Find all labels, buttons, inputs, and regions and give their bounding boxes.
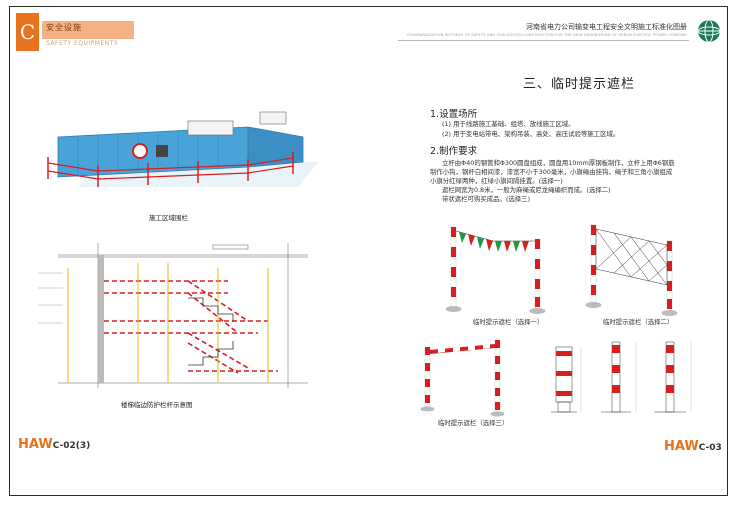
- book-title: 河南省电力公司输变电工程安全文明施工标准化图册: [526, 23, 687, 31]
- net-barrier-illustration: [585, 224, 678, 316]
- section-subtitle: SAFETY EQUIPMENTS: [46, 40, 119, 47]
- post-detail-drawing: [551, 341, 692, 413]
- right-page-number: HAWC-03: [664, 439, 722, 454]
- tape-barrier-illustration: [420, 339, 505, 417]
- section2-heading: 2.制作要求: [430, 146, 478, 157]
- section1-line: (1) 用于线路施工基础、组塔、放线施工区域。: [442, 120, 575, 128]
- option3-caption: 临时提示遮栏（选择三）: [438, 419, 509, 427]
- header-bar: [42, 21, 134, 39]
- section2-line: 小旗分红绿两种，红绿小旗间隔挂置。(选择一): [430, 177, 563, 185]
- section1-heading: 1.设置场所: [430, 109, 478, 120]
- option1-caption: 临时提示遮栏（选择一）: [473, 318, 544, 326]
- section1-line: (2) 用于变电站带电、架构吊装、高处、高压试验等施工区域。: [442, 130, 620, 138]
- section2-line: 立杆由Φ40的钢管和Φ300圆盘组成，圆盘用10mm厚钢板制作，立杆上用Φ6钢筋: [442, 159, 675, 167]
- book-spread: C 安全设施 SAFETY EQUIPMENTS: [9, 6, 728, 496]
- stair-guardrail-diagram: [38, 243, 308, 388]
- left-page-number: HAWC-02(3): [18, 437, 91, 452]
- section2-line: 带状遮栏可购买成品。(选择三): [442, 195, 531, 203]
- left-page: C 安全设施 SAFETY EQUIPMENTS: [10, 7, 368, 495]
- state-grid-logo-icon: [697, 19, 721, 43]
- construction-fence-illustration: [47, 111, 318, 187]
- section2-line: 遮栏网宽为0.8米，一般为麻绳或尼龙绳编织而成。(选择二): [442, 186, 611, 194]
- chapter-letter: C: [16, 13, 39, 51]
- right-page: 河南省电力公司输变电工程安全文明施工标准化图册 STANDARDIZATION …: [398, 7, 729, 495]
- option2-caption: 临时提示遮栏（选择二）: [603, 318, 674, 326]
- section-title: 安全设施: [46, 23, 82, 32]
- fence-caption: 施工区域围栏: [149, 214, 188, 222]
- book-subtitle: STANDARDIZATION PICTURES OF SAFETY AND C…: [407, 33, 687, 37]
- flag-barrier-illustration: [445, 226, 546, 314]
- header-rule: [398, 40, 689, 41]
- section2-line: 制作小钩，钢杆白相间漆，漆宽不小于300毫米，小旗绳由挂钩，绳子和三角小旗组成: [430, 168, 673, 176]
- stair-caption: 楼梯临边防护栏杆示意图: [121, 401, 193, 409]
- page-title: 三、临时提示遮栏: [523, 77, 636, 92]
